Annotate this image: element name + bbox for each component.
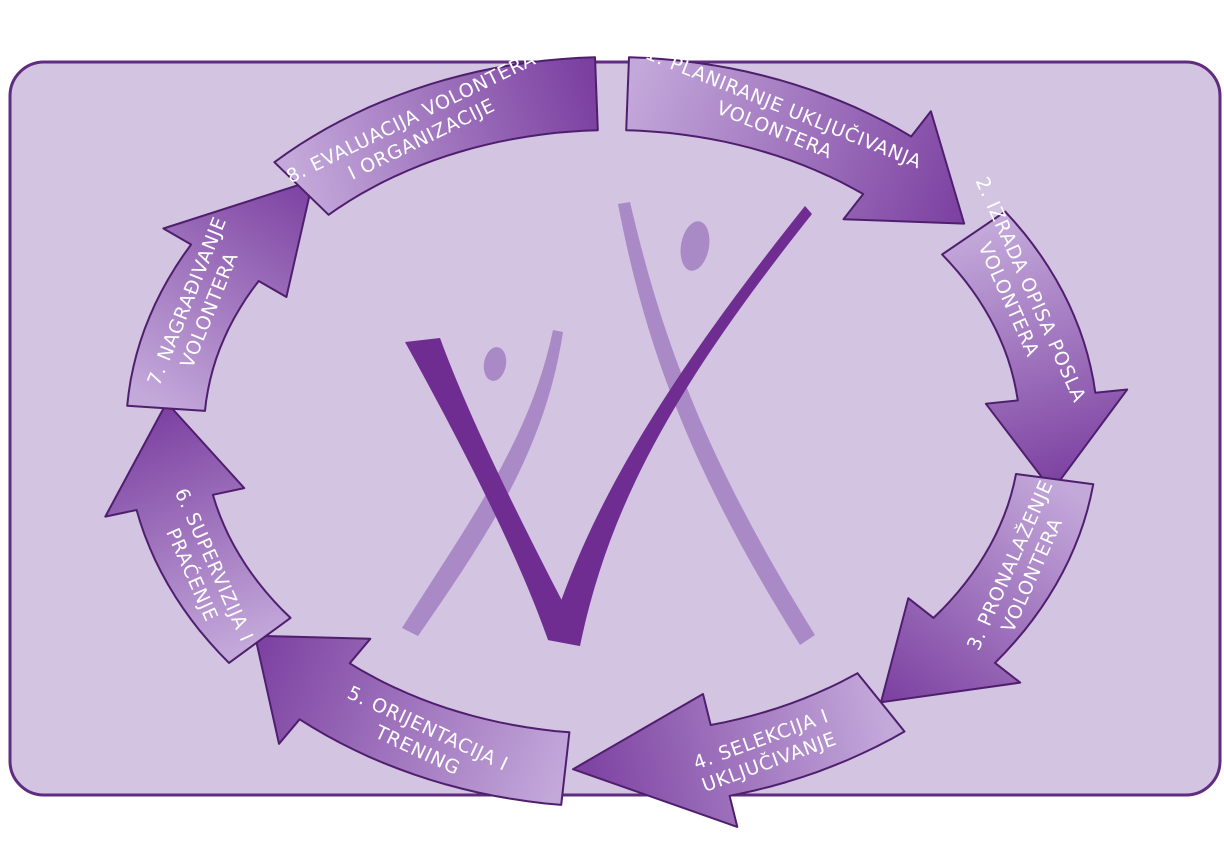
cycle-arrows [104,56,1129,828]
light-figure-head-small [483,347,507,381]
dark-v-right-stroke [548,206,812,646]
cycle-arrow-step-5 [254,634,571,806]
light-figure-arm [402,330,563,636]
volunteer-v-logo [402,202,815,646]
cycle-arrow-step-7 [126,179,314,412]
dark-v-left-stroke [405,338,580,646]
cycle-arrow-step-6 [104,401,292,664]
cycle-arrow-step-2 [941,210,1129,492]
cycle-arrow-step-8 [273,56,599,216]
dark-figure [405,206,812,646]
cycle-arrow-step-1 [625,56,966,225]
cycle-arrow-step-4 [572,672,906,828]
light-figure-head [680,221,710,271]
cycle-arrow-step-3 [880,473,1095,704]
light-figure-stroke [618,202,815,645]
light-figure [402,202,815,645]
